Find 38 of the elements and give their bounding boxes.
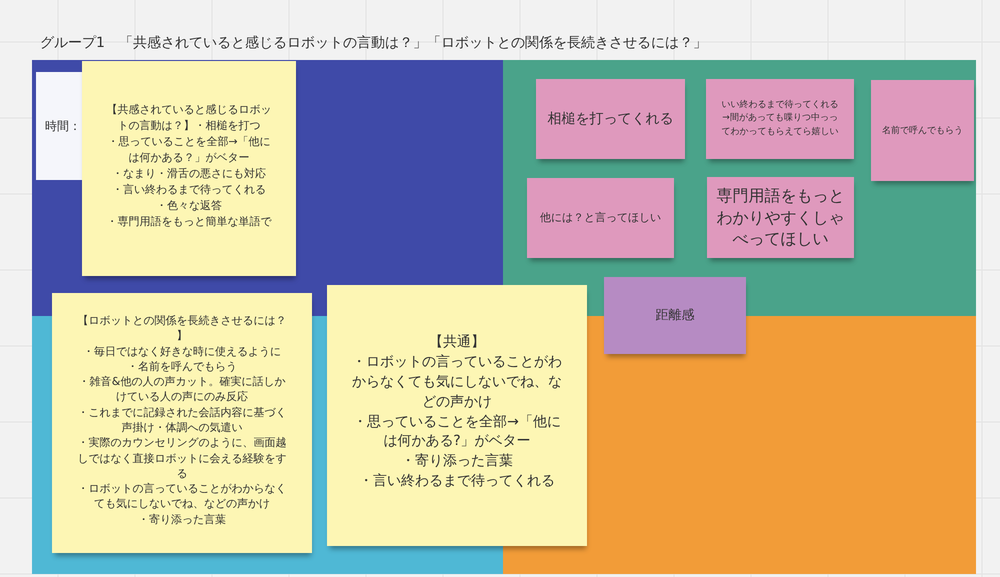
- bullet-item: ・なまり・滑舌の悪さにも対応: [112, 166, 266, 182]
- text-card: [36, 72, 82, 180]
- note-heading: 【共感されていると感じるロボットの言動は？】・相槌を打つ: [106, 102, 272, 134]
- bullet-item: ・言い終わるまで待ってくれる: [359, 472, 555, 491]
- note-text: 専門用語をもっとわかりやすくしゃべってほしい: [716, 184, 846, 250]
- bullet-item: ・雑音&他の人の声カット。確実に話しかけている人の声にのみ反応: [78, 374, 286, 405]
- note-text: 名前で呼んでもらう: [882, 124, 963, 136]
- bullet-item: ・思っていることを全部→「他には何かある?」がベター: [352, 412, 562, 452]
- note-text: いい終わるまで待ってくれる→間があっても喋りつ中っってわかってもらえてら嬉しい: [720, 99, 840, 139]
- sticky-note: [706, 79, 854, 159]
- sticky-note: [327, 285, 587, 546]
- note-text: 他には？と言ってほしい: [540, 211, 661, 225]
- quadrant-board: [32, 60, 976, 574]
- note-text: 相槌を打ってくれる: [548, 110, 674, 128]
- sticky-note: [536, 79, 685, 159]
- bullet-item: ・毎日ではなく好きな時に使えるように: [83, 344, 281, 359]
- sticky-note: [527, 178, 674, 258]
- bullet-item: ・思っていることを全部→「他には何かある？」がベター: [106, 134, 272, 166]
- bullet-item: ・色々な返答: [156, 198, 222, 214]
- bullet-item: ・寄り添った言葉: [401, 452, 513, 472]
- sticky-note: [52, 293, 312, 553]
- bullet-item: ・ロボットの言っていることがわからなくても気にしないでね、などの声かけ: [76, 481, 288, 512]
- bullet-item: ・これまでに記録された会話内容に基づく声掛け・体調への気遣い: [76, 404, 288, 436]
- time-label: 時間：: [45, 118, 81, 134]
- note-text: 距離感: [656, 308, 694, 324]
- note-heading: 【共通】: [429, 333, 485, 352]
- diagram-title: グループ1 「共感されていると感じるロボットの言動は？」「ロボットとの関係を長続きさせるには？」: [40, 34, 707, 52]
- sticky-note: [871, 80, 974, 181]
- note-heading: 【ロボットとの関係を長続きさせるには？】: [76, 312, 288, 344]
- bullet-item: ・寄り添った言葉: [138, 512, 226, 528]
- bullet-item: ・ロボットの言っていることがわからなくても気にしないでね、などの声かけ: [351, 353, 563, 412]
- sticky-note: [82, 61, 296, 276]
- sticky-note: [707, 177, 854, 258]
- bullet-item: ・専門用語をもっと簡単な単語で: [106, 214, 272, 230]
- bullet-item: ・名前を呼んでもらう: [127, 358, 237, 374]
- sticky-note: [604, 277, 746, 354]
- bullet-item: ・言い終わるまで待ってくれる: [112, 182, 266, 198]
- bullet-item: ・実際のカウンセリングのように、画面越しではなく直接ロボットに会える経験をする: [76, 435, 288, 482]
